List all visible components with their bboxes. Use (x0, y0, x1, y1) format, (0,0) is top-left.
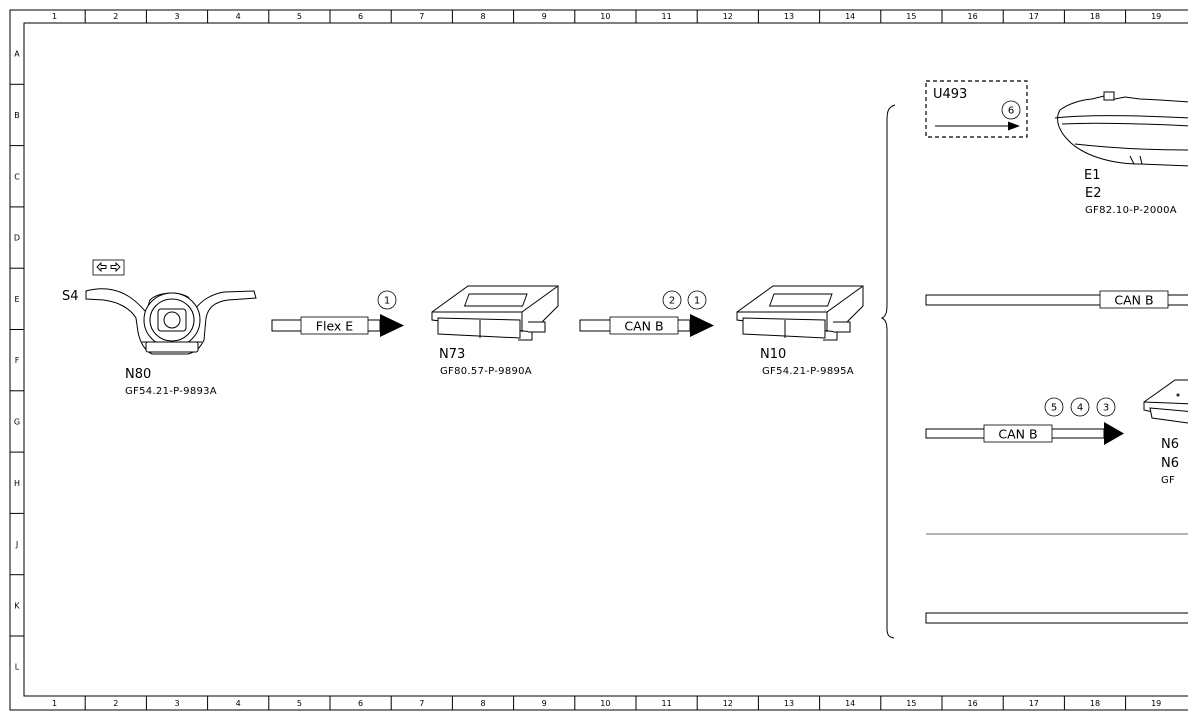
n10-code: GF54.21-P-9895A (762, 366, 854, 377)
callout-4: 4 (1070, 397, 1090, 417)
column-label-bottom: 3 (174, 699, 179, 708)
column-label-bottom: 19 (1151, 699, 1161, 708)
column-label-top: 4 (236, 12, 241, 21)
column-label-top: 15 (906, 12, 916, 21)
bottom-bus-bar (925, 612, 1188, 624)
column-label-bottom: 15 (906, 699, 916, 708)
u493-label: U493 (933, 87, 967, 102)
callout-1b: 1 (687, 290, 707, 310)
row-label: L (15, 663, 20, 672)
svg-text:4: 4 (1077, 403, 1083, 414)
row-label: D (14, 234, 20, 243)
n6-label-2: N6 (1161, 456, 1179, 471)
e2-code: GF82.10-P-2000A (1085, 205, 1177, 216)
headlamp-drawing (1054, 91, 1188, 167)
row-label: C (14, 172, 20, 181)
column-label-top: 2 (113, 12, 118, 21)
column-label-bottom: 17 (1029, 699, 1039, 708)
column-label-bottom: 10 (600, 699, 610, 708)
column-label-top: 1 (52, 12, 57, 21)
column-label-bottom: 9 (542, 699, 547, 708)
callout-5: 5 (1044, 397, 1064, 417)
n10-label: N10 (760, 347, 786, 362)
row-label: E (14, 295, 19, 304)
column-label-top: 9 (542, 12, 547, 21)
n73-module-drawing (431, 285, 559, 341)
can-b-label-3: CAN B (998, 427, 1037, 442)
column-label-bottom: 11 (662, 699, 672, 708)
column-label-top: 3 (174, 12, 179, 21)
column-label-top: 14 (845, 12, 855, 21)
column-label-bottom: 18 (1090, 699, 1100, 708)
flex-e-bus: Flex E (271, 314, 404, 337)
column-label-top: 8 (480, 12, 485, 21)
can-b-label-2: CAN B (1114, 293, 1153, 308)
column-label-bottom: 7 (419, 699, 424, 708)
callout-1a: 1 (377, 290, 397, 310)
outer-frame (9, 9, 1188, 711)
u493-box: U493 (925, 80, 1028, 138)
n73-code: GF80.57-P-9890A (440, 366, 532, 377)
column-label-top: 13 (784, 12, 794, 21)
row-label: F (15, 356, 20, 365)
gf-code-partial: GF (1161, 475, 1175, 486)
grid-ticks: 1122334455667788991010111112121313141415… (10, 10, 1161, 710)
column-label-bottom: 6 (358, 699, 363, 708)
flex-e-label: Flex E (316, 319, 354, 334)
column-label-bottom: 2 (113, 699, 118, 708)
n10-module-drawing (736, 285, 864, 341)
svg-text:5: 5 (1051, 403, 1057, 414)
column-label-bottom: 5 (297, 699, 302, 708)
column-label-bottom: 4 (236, 699, 241, 708)
row-label: B (14, 111, 20, 120)
e1-label: E1 (1084, 168, 1101, 183)
can-b-bus-2: CAN B (925, 290, 1188, 309)
callout-6: 6 (1001, 100, 1021, 120)
column-label-top: 11 (662, 12, 672, 21)
column-label-top: 17 (1029, 12, 1039, 21)
n6-module-partial-drawing (1143, 379, 1188, 424)
callout-2: 2 (662, 290, 682, 310)
callout-3: 3 (1096, 397, 1116, 417)
svg-text:3: 3 (1103, 403, 1109, 414)
n73-label: N73 (439, 347, 465, 362)
row-label: A (14, 50, 20, 59)
column-label-bottom: 14 (845, 699, 855, 708)
steering-column-switch-drawing (85, 288, 257, 355)
column-label-bottom: 1 (52, 699, 57, 708)
row-label: G (14, 417, 20, 426)
column-label-top: 7 (419, 12, 424, 21)
n80-code: GF54.21-P-9893A (125, 386, 217, 397)
n6-label-1: N6 (1161, 437, 1179, 452)
n80-label: N80 (125, 367, 151, 382)
column-label-top: 5 (297, 12, 302, 21)
column-label-top: 6 (358, 12, 363, 21)
can-b-bus-3: CAN B (925, 422, 1124, 445)
column-label-top: 16 (968, 12, 978, 21)
svg-text:2: 2 (669, 296, 675, 307)
svg-text:6: 6 (1008, 106, 1014, 117)
turn-signal-symbol (92, 259, 125, 276)
s4-label: S4 (62, 289, 79, 304)
svg-text:1: 1 (694, 296, 700, 307)
group-bracket (880, 104, 896, 639)
column-label-bottom: 16 (968, 699, 978, 708)
can-b-bus-1: CAN B (579, 314, 714, 337)
svg-text:1: 1 (384, 296, 390, 307)
inner-frame (23, 22, 1188, 697)
can-b-label-1: CAN B (624, 319, 663, 334)
row-label: J (15, 540, 18, 549)
column-label-top: 10 (600, 12, 610, 21)
row-label: K (14, 601, 20, 610)
e2-label: E2 (1085, 186, 1102, 201)
column-label-top: 18 (1090, 12, 1100, 21)
double-arrow-icon (96, 261, 121, 273)
column-label-bottom: 8 (480, 699, 485, 708)
column-label-bottom: 13 (784, 699, 794, 708)
row-label: H (14, 479, 20, 488)
column-label-top: 19 (1151, 12, 1161, 21)
column-label-bottom: 12 (723, 699, 733, 708)
column-label-top: 12 (723, 12, 733, 21)
